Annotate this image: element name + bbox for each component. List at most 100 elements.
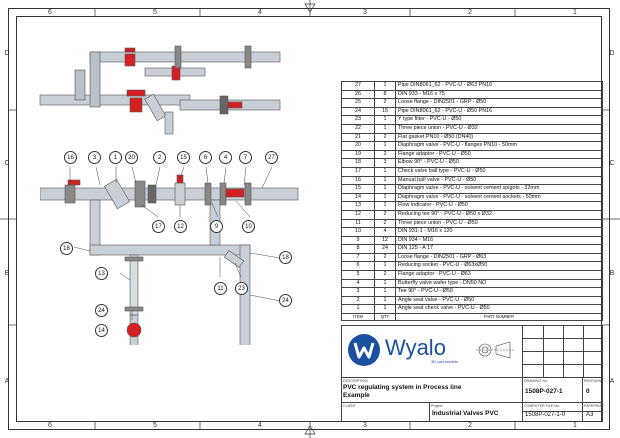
item-balloon: 23 xyxy=(235,282,248,295)
project-label: Project: xyxy=(431,404,444,408)
zone-label: D xyxy=(609,50,615,57)
bom-cell-part: Y type filter - PVC-U - Ø50 xyxy=(395,115,603,125)
bom-cell-qty: 2 xyxy=(374,98,396,108)
zone-label: D xyxy=(4,50,10,57)
bom-cell-qty: 2 xyxy=(374,270,396,280)
bom-cell-item: 11 xyxy=(341,218,375,229)
bom-cell-qty: 1 xyxy=(374,201,396,211)
item-balloon: 9 xyxy=(210,220,223,233)
bom-cell-item: 1 xyxy=(341,304,375,315)
projection-symbol-icon xyxy=(476,341,514,359)
bom-cell-item: 26 xyxy=(341,89,375,100)
zone-label: 4 xyxy=(258,9,262,16)
item-balloon: 17 xyxy=(152,220,165,233)
item-balloon: 16 xyxy=(64,151,77,164)
bom-cell-part: Tee 90° - PVC-U - Ø50 xyxy=(395,287,603,297)
bom-cell-item: 8 xyxy=(341,244,375,254)
bom-cell-qty: 12 xyxy=(374,235,396,246)
zone-label: 1 xyxy=(573,9,577,16)
bom-cell-item: 19 xyxy=(341,149,375,160)
bom-cell-item: 24 xyxy=(341,106,375,117)
bom-cell-part: Elbow 90° - PVC-U - Ø50 xyxy=(395,158,603,168)
bom-cell-part: Diaphragm valve - PVC-U - solvent cement… xyxy=(395,192,603,203)
bom-cell-qty: 24 xyxy=(374,244,396,254)
bom-cell-item: 3 xyxy=(341,287,375,297)
bom-cell-item: 2 xyxy=(341,295,375,306)
zone-label: 2 xyxy=(468,422,472,429)
item-balloon: 7 xyxy=(239,151,252,164)
bom-cell-item: 15 xyxy=(341,184,375,194)
bom-cell-item: 9 xyxy=(341,235,375,246)
bom-cell-item: 23 xyxy=(341,115,375,125)
bom-cell-part: Angle seat valve - PVC-U - Ø50 xyxy=(395,295,603,306)
item-balloon: 3 xyxy=(88,151,101,164)
bom-cell-part: DIN 934 - M16 xyxy=(395,235,603,246)
bom-cell-item: 20 xyxy=(341,141,375,151)
zone-label: B xyxy=(4,270,10,277)
bom-cell-qty: 4 xyxy=(374,227,396,237)
bom-cell-qty: 1 xyxy=(374,115,396,125)
bom-cell-qty: 1 xyxy=(374,278,396,289)
client-label: CLIENT xyxy=(343,404,356,408)
item-balloon: 24 xyxy=(95,304,108,317)
bom-cell-qty: 2 xyxy=(374,149,396,160)
bom-cell-qty: 1 xyxy=(374,304,396,315)
bom-cell-item: 4 xyxy=(341,278,375,289)
item-balloon: 20 xyxy=(125,151,138,164)
bom-cell-item: 7 xyxy=(341,252,375,263)
bom-cell-qty: 15 xyxy=(374,106,396,117)
bom-cell-qty: 2 xyxy=(374,252,396,263)
bom-cell-item: 16 xyxy=(341,175,375,186)
computer-file-label: COMPUTER FILE No: xyxy=(524,404,560,408)
bom-header-qty: QTY xyxy=(374,313,396,322)
zone-label: C xyxy=(4,160,10,167)
bom-cell-item: 6 xyxy=(341,261,375,272)
bom-header-item: ITEM xyxy=(341,313,375,322)
zone-label: 5 xyxy=(153,422,157,429)
bom-cell-qty: 1 xyxy=(374,141,396,151)
logo-wordmark: Wyalo xyxy=(385,335,446,360)
bom-cell-part: Angle seat check valve - PVC-U - Ø50 xyxy=(395,304,603,315)
bom-cell-item: 17 xyxy=(341,166,375,177)
bom-cell-part: DIN 933 - M16 x 75 xyxy=(395,89,603,100)
isometric-view xyxy=(39,45,281,135)
bom-cell-part: Reducing tee 90° - PVC-U - Ø50 x Ø32 xyxy=(395,209,603,220)
bom-cell-qty: 1 xyxy=(374,81,396,91)
bom-cell-part: Flange adaptor - PVC-U - Ø50 xyxy=(395,149,603,160)
bom-cell-part: Flow indicator - PVC-U - Ø50 xyxy=(395,201,603,211)
drawing-no: 1508P-027-1 xyxy=(525,388,563,395)
revision-label: REVISION xyxy=(584,379,602,383)
bom-cell-item: 14 xyxy=(341,192,375,203)
bom-cell-qty: 2 xyxy=(374,132,396,143)
revision-value: 0 xyxy=(586,388,590,395)
bom-cell-qty: 8 xyxy=(374,89,396,100)
item-balloon: 15 xyxy=(177,151,190,164)
bom-cell-part: Pipe DIN8061_62 - PVC-U - Ø50 PN16 xyxy=(395,106,603,117)
bom-cell-qty: 2 xyxy=(374,209,396,220)
zone-label: 6 xyxy=(48,9,52,16)
bom-cell-qty: 1 xyxy=(374,295,396,306)
bom-cell-part: Loose flange - DIN2501 - GRP - Ø50 xyxy=(395,98,603,108)
bom-cell-part: Check valve ball type - PVC-U - Ø50 xyxy=(395,166,603,177)
logo-tagline: 3D cad models xyxy=(431,359,458,364)
bom-cell-part: Diaphragm valve - PVC-U - flanges PN10 -… xyxy=(395,141,603,151)
bom-cell-item: 27 xyxy=(341,81,375,91)
bom-cell-qty: 1 xyxy=(374,123,396,134)
